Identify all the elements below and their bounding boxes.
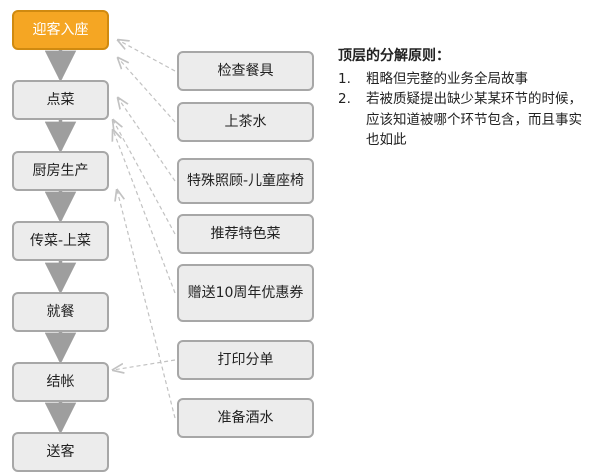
task-link-2 [118, 58, 176, 123]
note-text: 若被质疑提出缺少某某环节的时候，应该知道被哪个环节包含，而且事实也如此 [366, 91, 582, 148]
decomposition-notes: 顶层的分解原则： 1. 粗略但完整的业务全局故事 2. 若被质疑提出缺少某某环节… [338, 46, 588, 150]
task-link-6 [113, 359, 176, 370]
task-box-4: 推荐特色菜 [177, 214, 314, 254]
task-link-1 [118, 40, 176, 72]
note-item-1: 1. 粗略但完整的业务全局故事 [338, 69, 588, 89]
flow-step-7: 送客 [12, 432, 109, 472]
task-label: 上茶水 [224, 113, 267, 130]
flow-step-1: 迎客入座 [12, 10, 109, 50]
task-box-2: 上茶水 [177, 102, 314, 142]
task-link-4 [113, 120, 176, 235]
task-box-7: 准备酒水 [177, 398, 314, 438]
task-label: 检查餐具 [217, 62, 274, 79]
task-box-3: 特殊照顾-儿童座椅 [177, 158, 314, 204]
flow-step-2: 点菜 [12, 80, 109, 120]
flow-step-3: 厨房生产 [12, 151, 109, 191]
note-item-2: 2. 若被质疑提出缺少某某环节的时候，应该知道被哪个环节包含，而且事实也如此 [338, 89, 588, 150]
note-number: 1. [338, 71, 351, 87]
note-number: 2. [338, 91, 351, 108]
task-label: 赠送 [187, 284, 216, 301]
flow-step-4: 传菜-上菜 [12, 221, 109, 261]
note-text: 粗略但完整的业务全局故事 [366, 71, 528, 87]
task-label: 10周年优惠券 [215, 284, 304, 301]
task-link-7 [117, 190, 176, 419]
task-link-5 [113, 130, 176, 294]
task-box-6: 打印分单 [177, 340, 314, 380]
notes-title: 顶层的分解原则： [338, 48, 450, 64]
task-label: 打印分单 [217, 351, 274, 368]
task-link-3 [118, 98, 176, 182]
flow-step-6: 结帐 [12, 362, 109, 402]
task-label: 准备酒水 [217, 409, 274, 426]
task-box-1: 检查餐具 [177, 51, 314, 91]
task-label: 特殊照顾-儿童座椅 [186, 172, 305, 189]
task-label: 推荐特色菜 [210, 225, 281, 242]
flow-step-5: 就餐 [12, 292, 109, 332]
